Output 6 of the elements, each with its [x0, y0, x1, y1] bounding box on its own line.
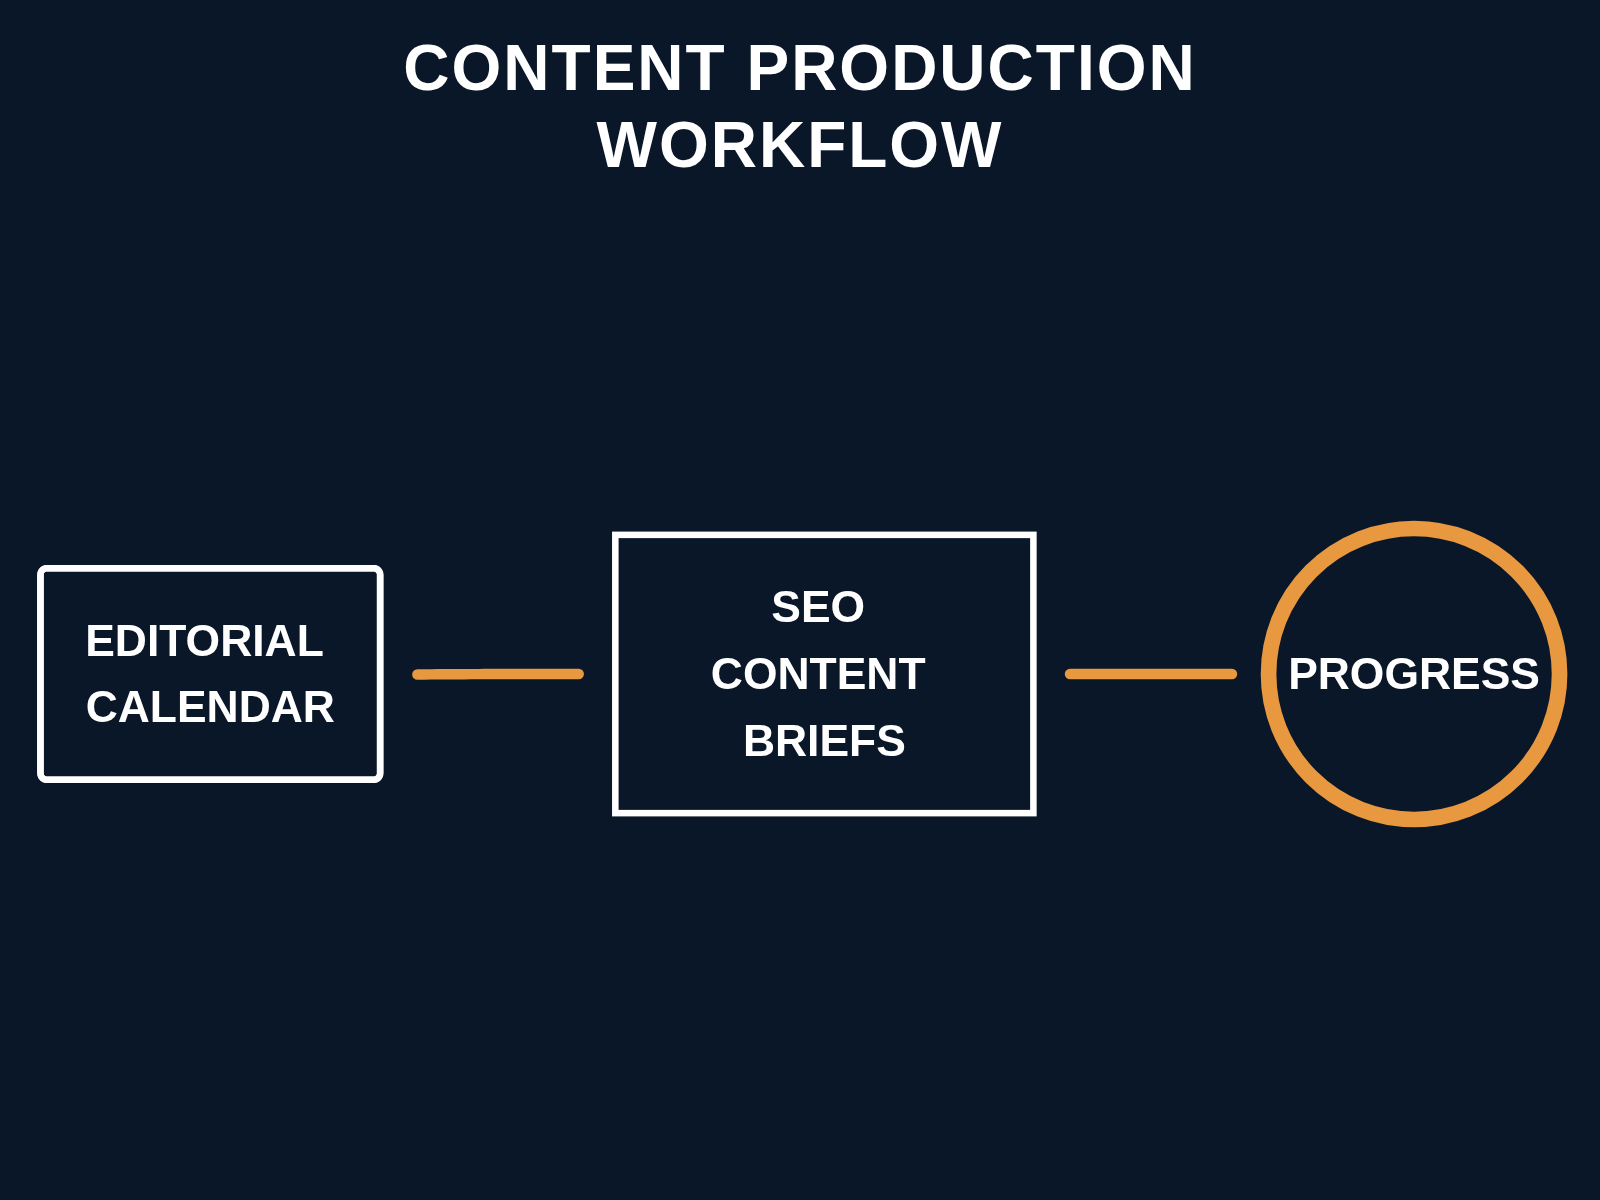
- step-circle: PROGRESS: [1260, 520, 1568, 827]
- title: CONTENT PRODUCTION WORKFLOW: [402, 31, 1198, 183]
- step-box: EDITORIAL CALENDAR: [37, 564, 384, 783]
- step-box: SEO CONTENT BRIEFS: [612, 531, 1037, 816]
- connector-line: [1064, 668, 1238, 679]
- connector-line: [412, 668, 584, 680]
